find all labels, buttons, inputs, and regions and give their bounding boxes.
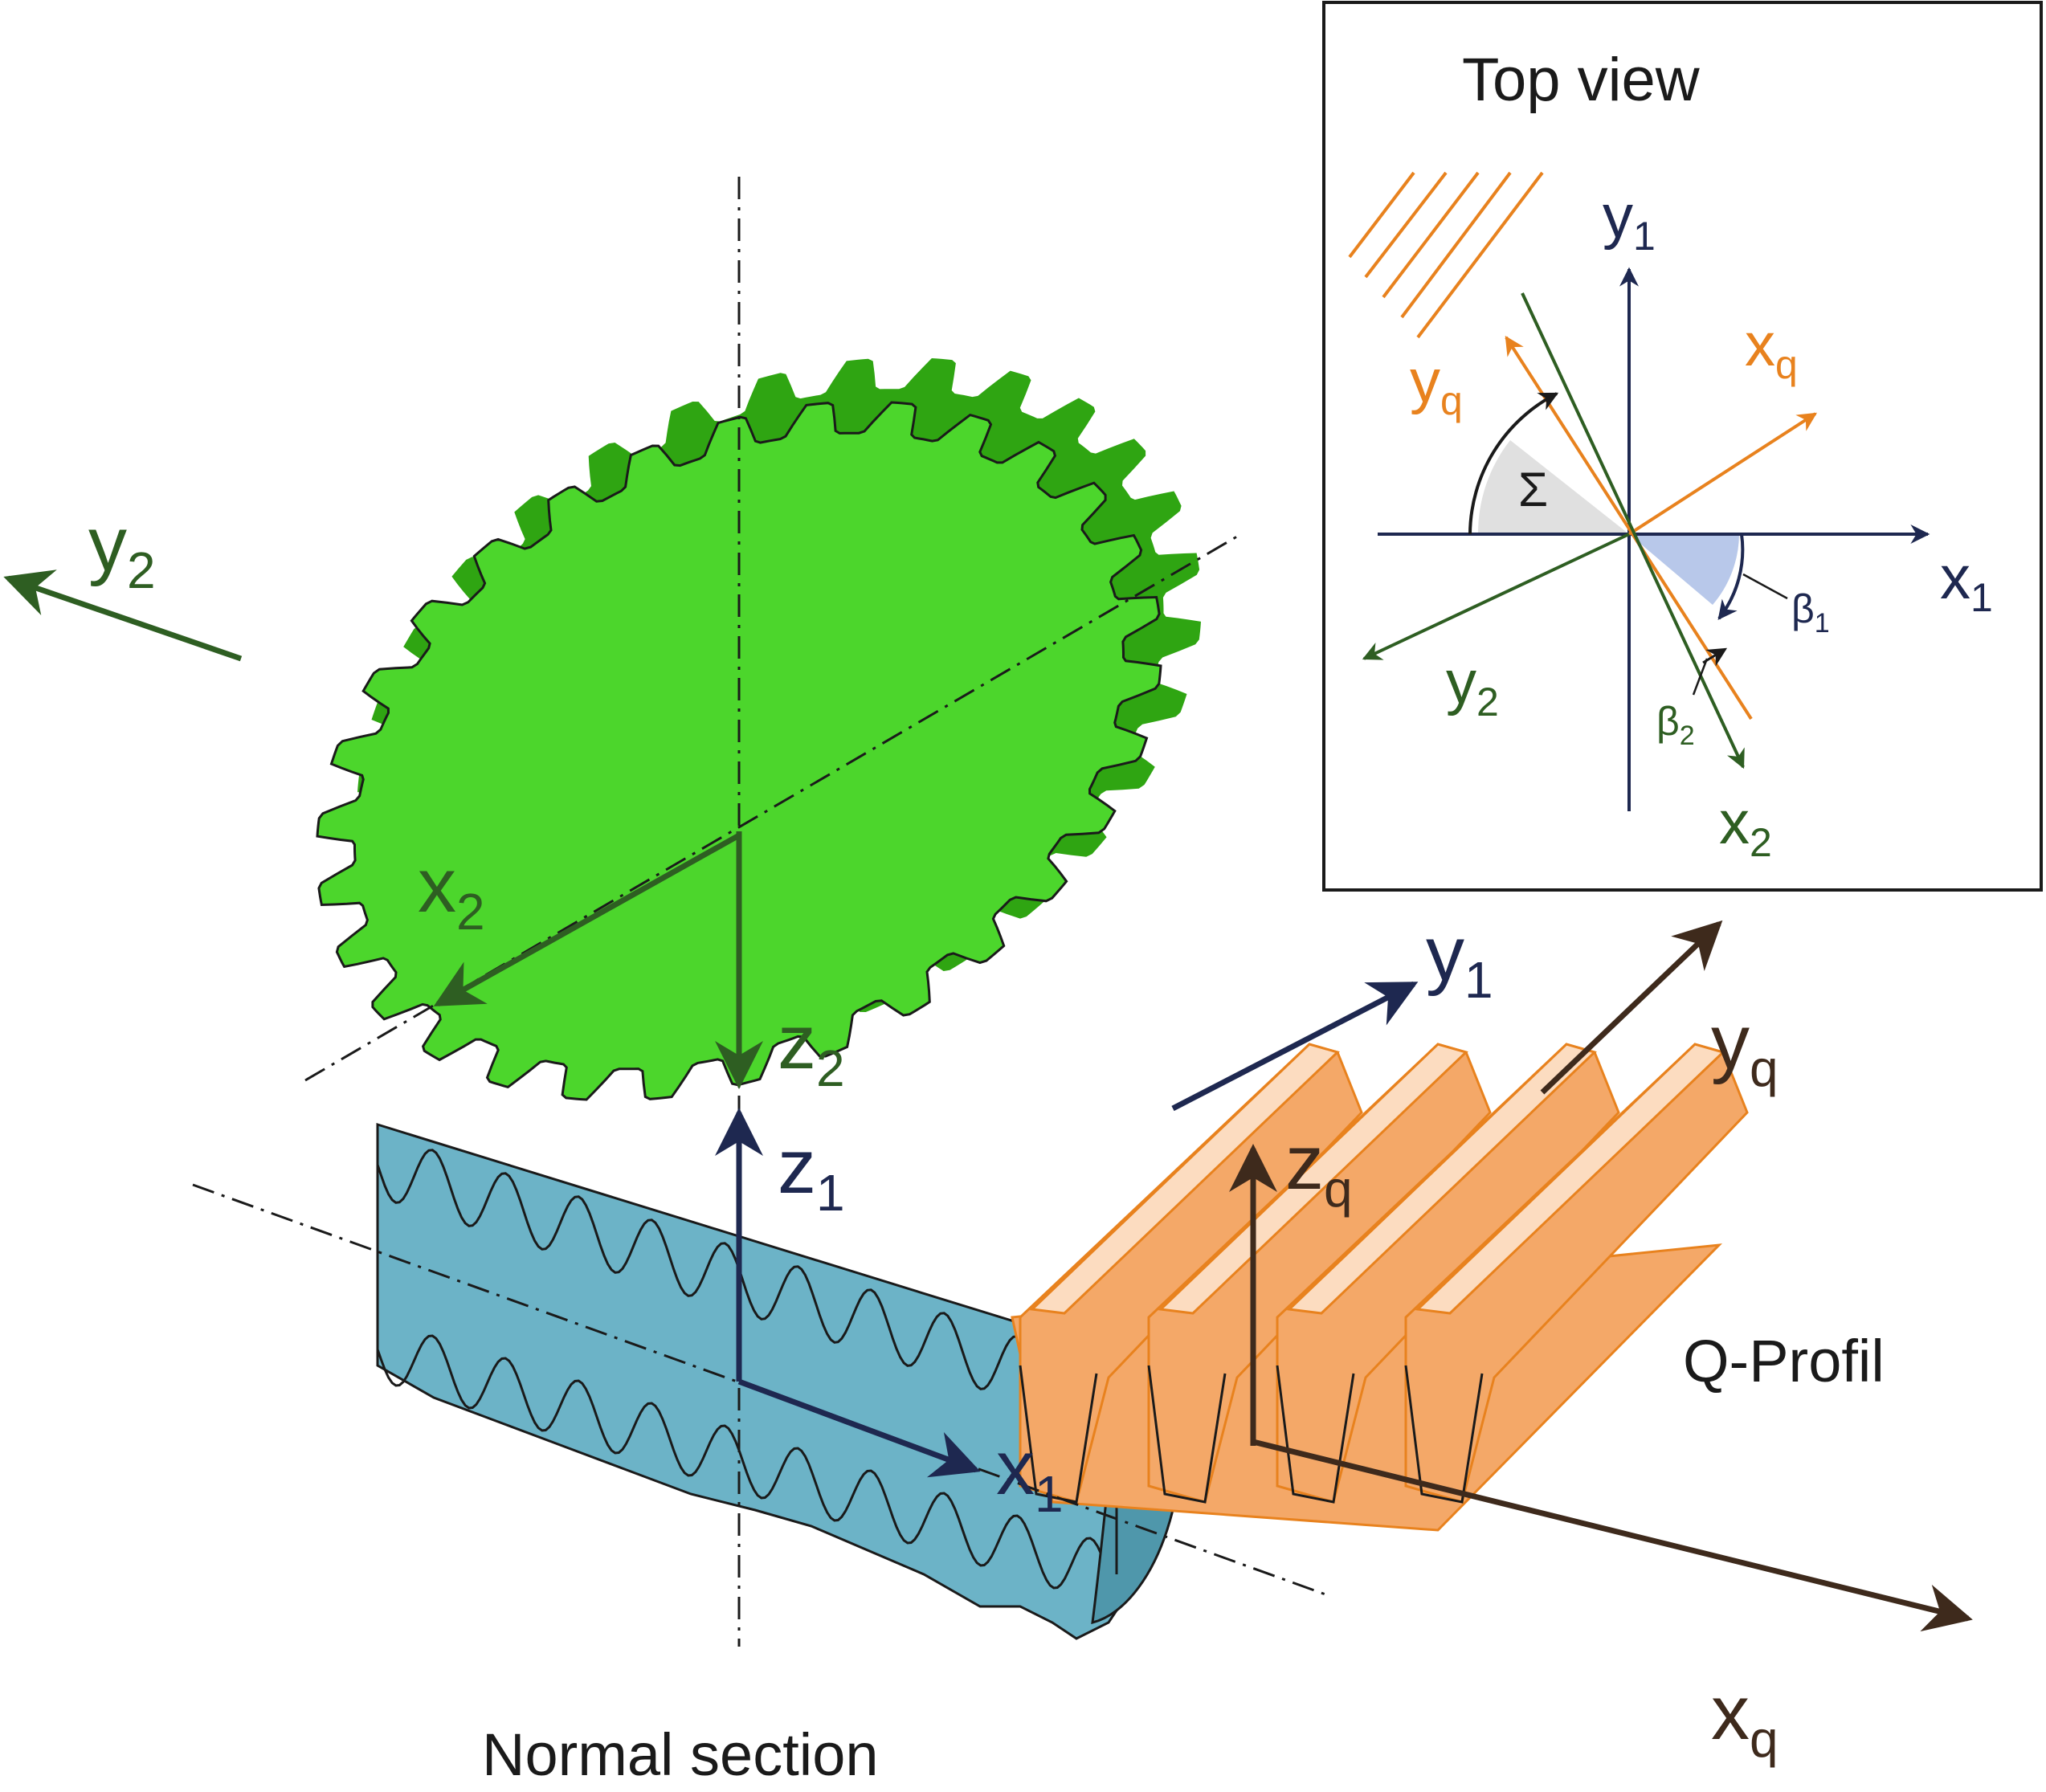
xq-label: xq xyxy=(1711,1670,1779,1768)
xq-axis-arrow xyxy=(1252,1439,1973,1632)
beta1-angle-fill xyxy=(1629,534,1739,605)
inset-x2-label: x2 xyxy=(1719,789,1772,865)
beta1-leader xyxy=(1742,573,1788,600)
x2-label: x2 xyxy=(418,843,485,941)
yq-axis-arrow xyxy=(1540,920,1723,1095)
x1-label: x1 xyxy=(996,1425,1064,1523)
inset-y2-label: y2 xyxy=(1446,648,1499,725)
rack-tooth-profile xyxy=(1276,1365,1355,1504)
inset-hatch xyxy=(1348,171,1544,339)
rack-tooth-top xyxy=(1158,1043,1468,1315)
rack-tooth-top xyxy=(1415,1043,1725,1315)
inset-title: Top view xyxy=(1462,46,1701,114)
main-axes xyxy=(3,569,1973,1632)
rack-tooth-profile xyxy=(1404,1365,1484,1504)
top-view-inset: Top view y1 x1 yq xq y2 xyxy=(1322,1,2043,892)
rack-tooth-profile xyxy=(1019,1365,1098,1504)
inset-frame xyxy=(1322,1,2043,892)
beta2-label: β2 xyxy=(1656,699,1695,751)
sigma-arc xyxy=(1468,392,1559,535)
rack-tooth-top xyxy=(1029,1043,1340,1315)
beta2-leader xyxy=(1692,658,1709,696)
inset-xq-axis xyxy=(1627,412,1818,536)
y1-label: y1 xyxy=(1426,911,1493,1009)
z2-label: z2 xyxy=(778,999,845,1097)
normal-section-label: Normal section xyxy=(482,1721,879,1788)
zq-label: zq xyxy=(1285,1120,1353,1218)
y1-axis-arrow xyxy=(1171,981,1419,1112)
y2-axis-arrow xyxy=(3,569,243,662)
beta1-label: β1 xyxy=(1791,586,1830,639)
green-gear xyxy=(316,358,1201,1101)
inset-y1-label: y1 xyxy=(1603,182,1656,259)
x1-axis-arrow xyxy=(737,1378,981,1478)
y2-label: y2 xyxy=(88,501,156,599)
inset-x2-axis xyxy=(1521,292,1745,769)
rack-tooth-profile xyxy=(1147,1365,1227,1504)
q-profil-rack xyxy=(1011,1043,1749,1532)
sigma-angle-fill xyxy=(1477,440,1629,534)
rack-tooth-top xyxy=(1286,1043,1597,1315)
main-axis-labels: y2 x2 z2 y1 z1 x1 yq zq xq Q-Profil Norm… xyxy=(88,501,1885,1788)
sigma-label: Σ xyxy=(1518,463,1548,516)
inset-y2-axis xyxy=(1362,533,1630,660)
worm-thread-top xyxy=(376,1149,1110,1414)
inset-xq-label: xq xyxy=(1745,311,1798,387)
z1-label: z1 xyxy=(778,1124,845,1222)
inset-yq-label: yq xyxy=(1410,347,1463,423)
yq-label: yq xyxy=(1711,999,1779,1097)
inset-x1-label: x1 xyxy=(1940,544,1993,620)
worm-thread-bottom xyxy=(376,1334,1110,1590)
beta1-arc xyxy=(1717,533,1745,620)
x2-axis-arrow xyxy=(433,832,741,1007)
q-profil-label: Q-Profil xyxy=(1683,1328,1885,1394)
